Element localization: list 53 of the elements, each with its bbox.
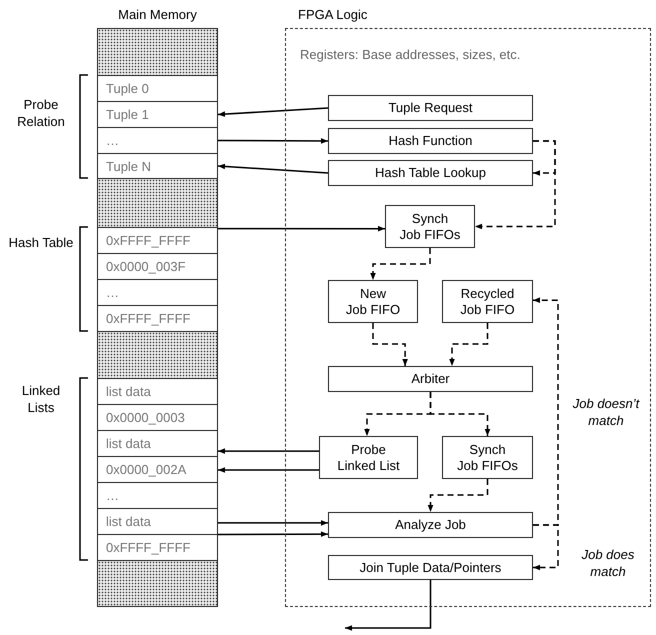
reserved-memory-block (97, 28, 218, 76)
arrow (218, 467, 319, 473)
dashed-arrow (475, 140, 556, 230)
process-box: Hash Table Lookup (328, 160, 533, 186)
memory-cell: list data (97, 378, 218, 405)
note-text: Registers: Base addresses, sizes, etc. (300, 46, 520, 63)
process-box: Arbiter (328, 366, 533, 392)
group-heading: FPGA Logic (298, 7, 368, 22)
arrow (218, 448, 319, 454)
reserved-memory-block (97, 560, 218, 607)
memory-cell: list data (97, 508, 218, 535)
arrow (218, 520, 328, 526)
memory-cell: … (97, 279, 218, 306)
reserved-memory-block (97, 331, 218, 379)
dashed-arrow (533, 524, 559, 570)
dashed-arrow (370, 248, 431, 280)
section-label: Probe Relation (16, 96, 66, 130)
memory-cell: list data (97, 430, 218, 457)
process-box: Probe Linked List (319, 436, 418, 479)
process-box: Hash Function (328, 128, 533, 154)
reserved-memory-block (97, 178, 218, 228)
process-box: Synch Job FIFOs (442, 436, 533, 479)
process-box: Tuple Request (328, 95, 533, 121)
memory-cell: 0x0000_003F (97, 253, 218, 280)
memory-cell: Tuple 1 (97, 101, 218, 128)
dashed-arrow (372, 323, 408, 366)
process-box: New Job FIFO (328, 280, 418, 323)
arrow (218, 107, 328, 117)
process-box: Recycled Job FIFO (442, 280, 533, 323)
arrow (218, 226, 385, 232)
memory-cell: … (97, 482, 218, 509)
arrow (218, 531, 328, 537)
dashed-arrow (449, 323, 488, 366)
dashed-arrow (430, 392, 490, 436)
memory-cell: 0xFFFF_FFFF (97, 305, 218, 332)
dashed-arrow (428, 479, 488, 512)
arrow (218, 138, 328, 144)
group-heading: Main Memory (117, 7, 198, 22)
memory-cell: 0x0000_002A (97, 456, 218, 483)
memory-cell: … (97, 127, 218, 154)
process-box: Synch Job FIFOs (385, 205, 475, 248)
section-label: Linked Lists (20, 382, 62, 416)
memory-cell: Tuple 0 (97, 75, 218, 102)
arrow (345, 580, 432, 631)
section-label: Hash Table (8, 234, 74, 251)
arrow (218, 164, 328, 174)
memory-cell: Tuple N (97, 153, 218, 179)
dashed-arrow (533, 297, 559, 526)
process-box: Join Tuple Data/Pointers (328, 555, 533, 580)
memory-cell: 0xFFFF_FFFF (97, 534, 218, 561)
memory-cell: 0xFFFF_FFFF (97, 227, 218, 254)
process-box: Analyze Job (328, 512, 533, 538)
memory-cell: 0x0000_0003 (97, 404, 218, 431)
